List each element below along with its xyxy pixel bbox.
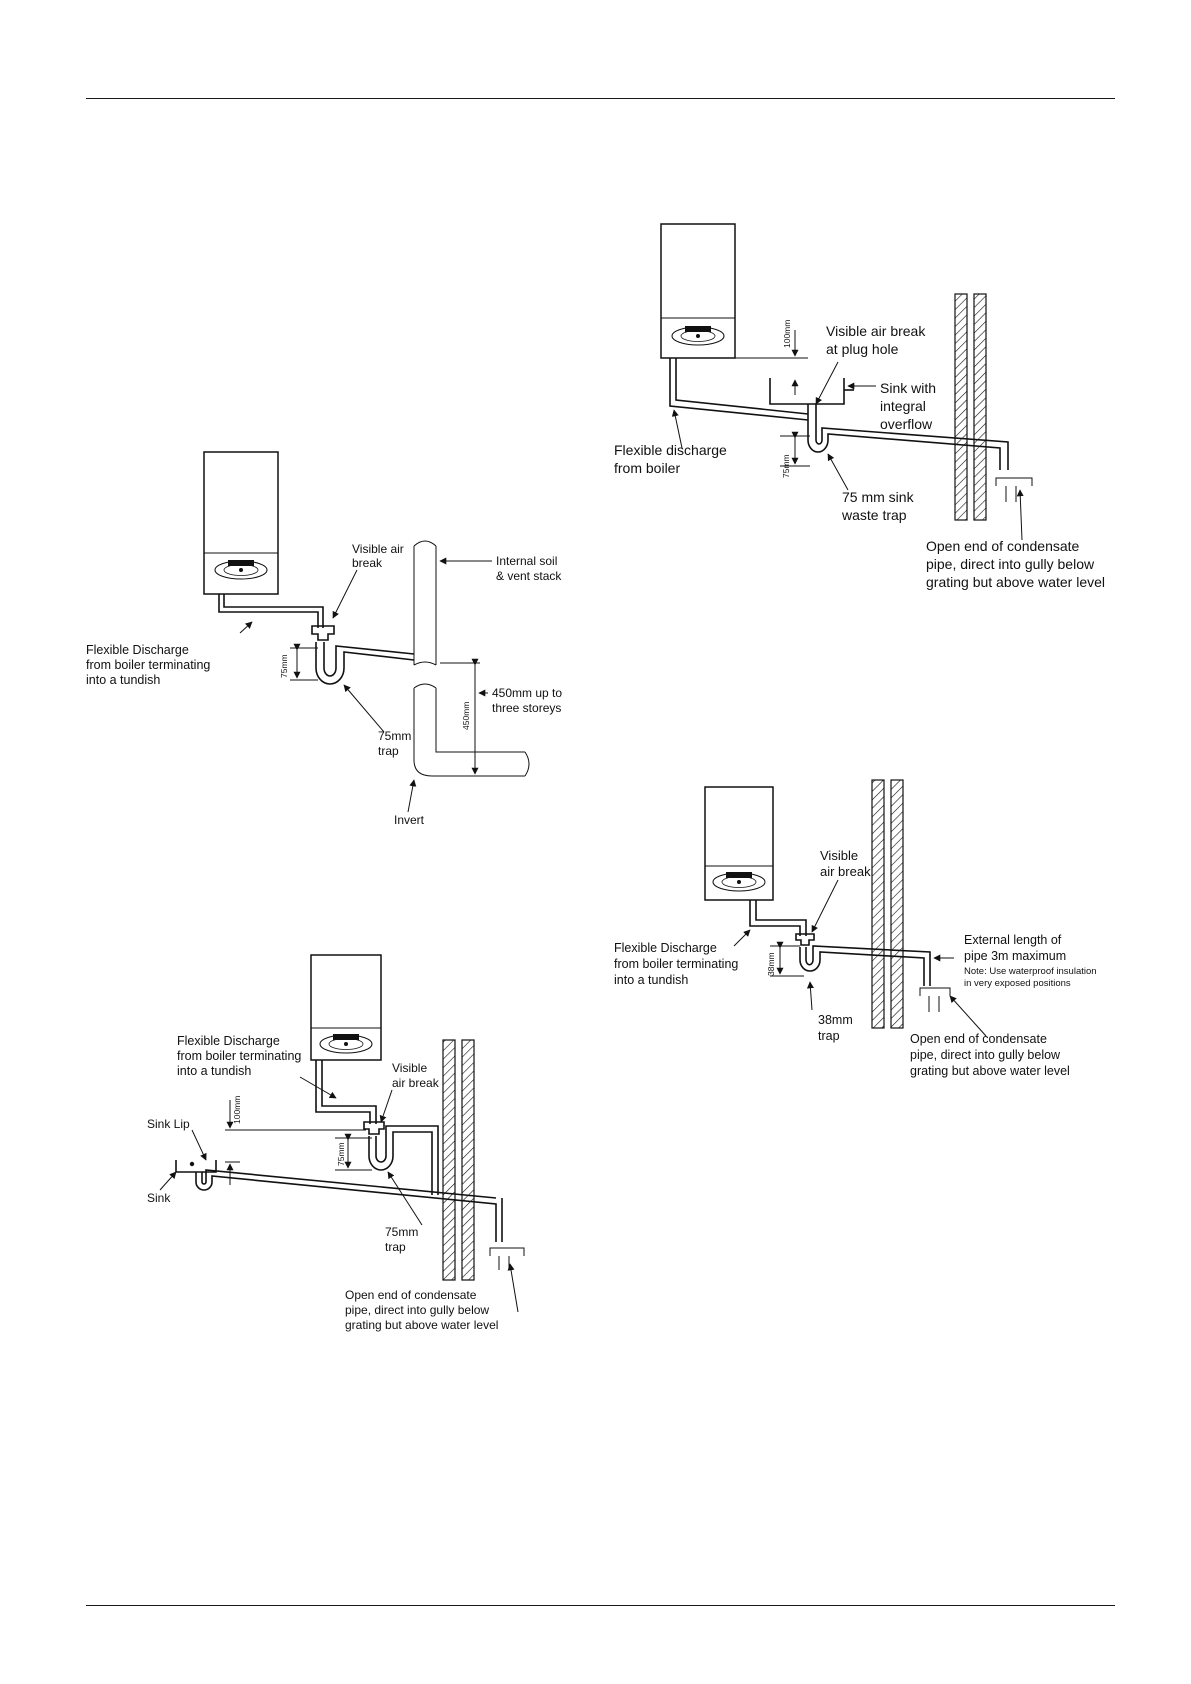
diagram-soil-stack: 75mm 450mm Visible air break Internal so…: [86, 451, 565, 827]
footer-rule: [86, 1605, 1115, 1606]
diagram-d-dim-trap: 38mm: [766, 952, 776, 976]
diagram-a-air-break-label: Visible air break: [352, 542, 407, 570]
diagram-a-height-note: 450mm up to three storeys: [492, 686, 565, 715]
diagram-d-flexible-label: Flexible Discharge from boiler terminati…: [614, 941, 742, 987]
diagram-a-stack-label: Internal soil & vent stack: [496, 554, 562, 583]
diagram-b-dim-trap: 75mm: [336, 1142, 346, 1166]
diagram-b-air-break-label: Visible air break: [392, 1061, 440, 1090]
diagram-a-trap-label: 75mm trap: [378, 729, 415, 758]
diagram-b-dim-lip: 100mm: [232, 1096, 242, 1124]
boiler-a: [203, 451, 279, 595]
diagram-external: 38mm Visible air break Flexible Discharg…: [614, 779, 1099, 1078]
header-rule: [86, 98, 1115, 99]
diagram-a-flexible-label: Flexible Discharge from boiler terminati…: [86, 643, 214, 687]
diagram-b-flexible-label: Flexible Discharge from boiler terminati…: [177, 1034, 305, 1078]
diagram-d-open-end-label: Open end of condensate pipe, direct into…: [910, 1032, 1070, 1078]
diagram-c-air-break-label: Visible air break at plug hole: [826, 323, 929, 357]
diagram-d-air-break-label: Visible air break: [820, 848, 871, 879]
diagram-sink-overflow: 100mm 75mm Visible air break at plug hol…: [614, 223, 1105, 590]
diagram-a-invert-label: Invert: [394, 813, 425, 827]
diagram-b-sink-lip-label: Sink Lip: [147, 1117, 190, 1131]
diagram-d-external-label: External length of pipe 3m maximum: [964, 933, 1066, 963]
diagram-c-trap-label: 75 mm sink waste trap: [841, 489, 917, 523]
diagram-sink-lip: 100mm 75mm Flexible Discharge from boile…: [147, 954, 525, 1332]
diagram-c-flexible-label: Flexible discharge from boiler: [614, 442, 731, 476]
diagram-c-dim-plug: 100mm: [782, 320, 792, 348]
diagram-c-open-end-label: Open end of condensate pipe, direct into…: [926, 538, 1105, 590]
diagram-b-open-end-label: Open end of condensate pipe, direct into…: [345, 1288, 498, 1332]
diagram-b-sink-label: Sink: [147, 1191, 171, 1205]
diagram-a-dim-height: 450mm: [461, 702, 471, 730]
diagram-c-sink-overflow-label: Sink with integral overflow: [880, 380, 940, 432]
diagram-d-trap-label: 38mm trap: [818, 1013, 856, 1043]
diagram-c-dim-trap: 75mm: [781, 454, 791, 478]
diagram-a-dim-trap: 75mm: [279, 654, 289, 678]
diagram-b-trap-label: 75mm trap: [385, 1225, 422, 1254]
diagram-d-note-label: Note: Use waterproof insulation in very …: [964, 966, 1099, 989]
